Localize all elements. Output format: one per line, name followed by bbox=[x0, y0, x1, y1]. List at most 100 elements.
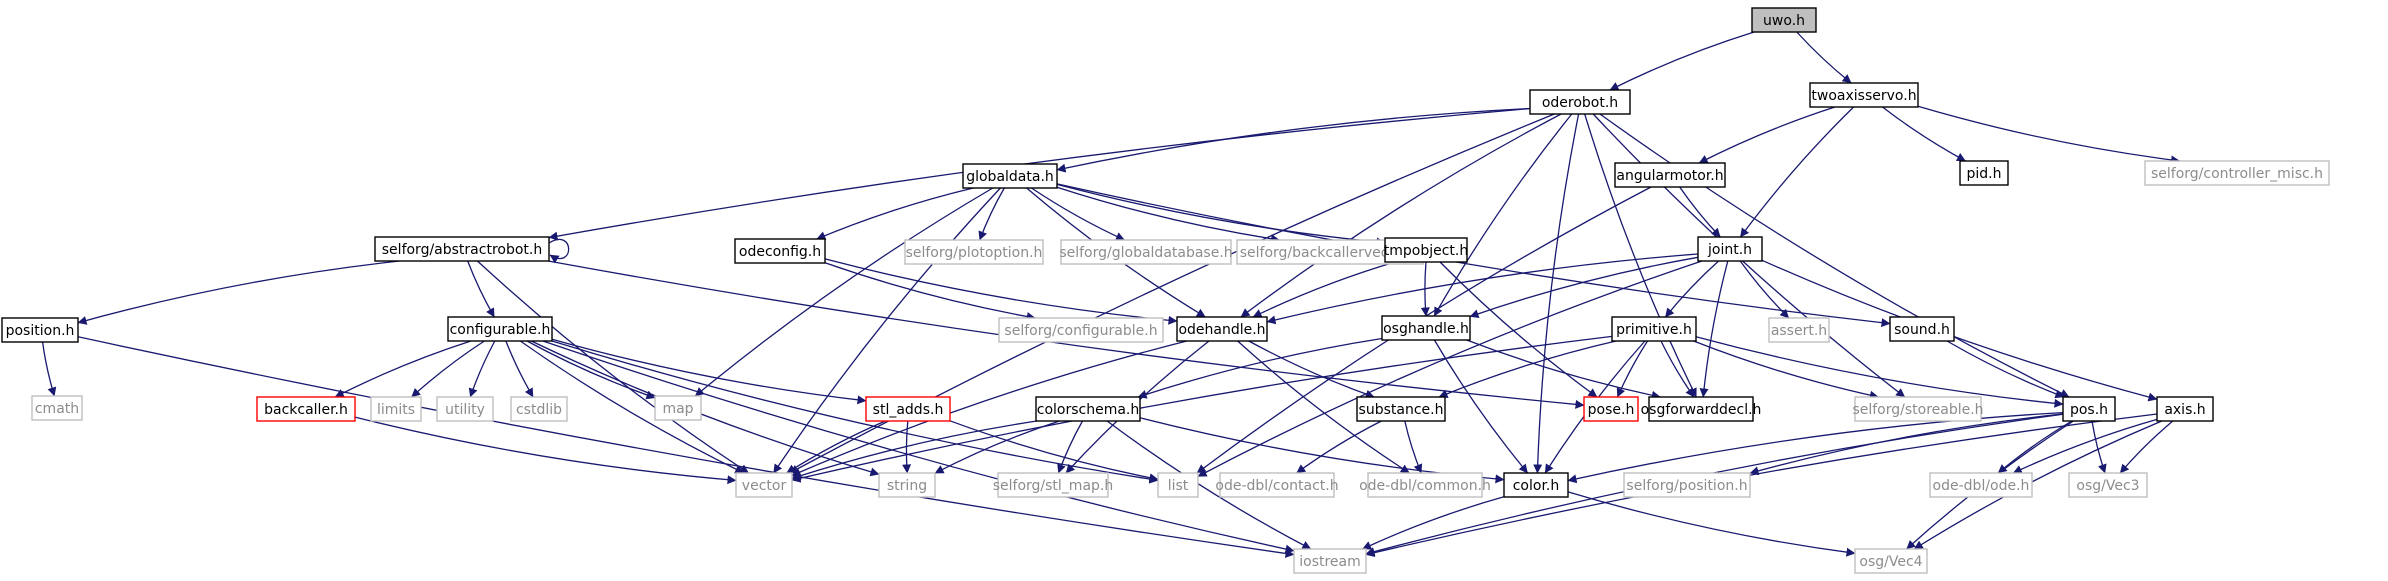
edge-axis-to-iostream bbox=[1365, 413, 2158, 558]
node-box bbox=[1959, 160, 2009, 186]
node-string[interactable]: string bbox=[878, 472, 936, 498]
node-map[interactable]: map bbox=[654, 395, 702, 421]
node-pid[interactable]: pid.h bbox=[1959, 160, 2009, 186]
edge-globaldata-to-globaldatabase bbox=[1031, 187, 1125, 241]
node-label: globaldata.h bbox=[966, 169, 1054, 185]
edge-colorschema-to-vector bbox=[791, 420, 1037, 481]
node-position[interactable]: position.h bbox=[1, 317, 79, 343]
node-sound[interactable]: sound.h bbox=[1889, 316, 1955, 342]
node-limits[interactable]: limits bbox=[370, 396, 422, 422]
node-ode[interactable]: ode-dbl/ode.h bbox=[1929, 472, 2033, 498]
edge-uwo-to-twoaxisservo bbox=[1796, 31, 1852, 84]
node-osgforwarddecl[interactable]: osgforwarddecl.h bbox=[1641, 396, 1762, 422]
node-utility[interactable]: utility bbox=[436, 396, 494, 422]
node-plotoption[interactable]: selforg/plotoption.h bbox=[904, 239, 1044, 265]
node-substance[interactable]: substance.h bbox=[1356, 396, 1446, 422]
node-pos[interactable]: pos.h bbox=[2062, 396, 2116, 422]
node-box bbox=[1381, 315, 1471, 341]
node-layer: uwo.h oderobot.h twoaxisservo.h globaldata.… bbox=[1, 7, 2330, 574]
node-stl_map[interactable]: selforg/stl_map.h bbox=[993, 472, 1114, 498]
edge-joint-to-assert bbox=[1739, 260, 1790, 319]
node-position_sf[interactable]: selforg/position.h bbox=[1623, 472, 1751, 498]
edge-joint-to-osgforwarddecl bbox=[1699, 260, 1729, 398]
node-box bbox=[1, 317, 79, 343]
node-joint[interactable]: joint.h bbox=[1697, 236, 1763, 262]
node-box bbox=[1219, 472, 1335, 498]
node-label: selforg/controller_misc.h bbox=[2151, 166, 2323, 182]
edge-twoaxisservo-to-controller_misc bbox=[1917, 105, 2181, 165]
node-globaldata[interactable]: globaldata.h bbox=[962, 163, 1058, 189]
node-abstractrobot[interactable]: selforg/abstractrobot.h bbox=[374, 236, 550, 262]
node-box bbox=[1293, 548, 1367, 574]
node-storeable[interactable]: selforg/storeable.h bbox=[1852, 396, 1984, 422]
node-label: substance.h bbox=[1359, 402, 1444, 418]
node-cmath[interactable]: cmath bbox=[31, 395, 83, 421]
edge-position-to-iostream bbox=[77, 336, 1295, 558]
node-label: osghandle.h bbox=[1383, 321, 1469, 337]
node-box bbox=[1648, 396, 1754, 422]
node-odeconfig[interactable]: odeconfig.h bbox=[734, 238, 826, 264]
node-label: selforg/globaldatabase.h bbox=[1059, 245, 1232, 261]
node-box bbox=[734, 238, 826, 264]
node-vec3[interactable]: osg/Vec3 bbox=[2068, 472, 2148, 498]
edge-abstractrobot-to-abstractrobot bbox=[548, 238, 570, 264]
edge-pos-to-vec3 bbox=[2091, 420, 2107, 474]
node-label: position.h bbox=[6, 323, 75, 339]
node-odehandle[interactable]: odehandle.h bbox=[1176, 316, 1268, 342]
node-colorschema[interactable]: colorschema.h bbox=[1035, 396, 1141, 422]
node-controller_misc[interactable]: selforg/controller_misc.h bbox=[2144, 160, 2330, 186]
node-configurable[interactable]: configurable.h bbox=[447, 316, 553, 342]
node-box bbox=[2062, 396, 2116, 422]
edge-oderobot-to-globaldata bbox=[1056, 107, 1531, 173]
node-box bbox=[1889, 316, 1955, 342]
node-tmpobject[interactable]: tmpobject.h bbox=[1384, 237, 1468, 263]
node-twoaxisservo[interactable]: twoaxisservo.h bbox=[1809, 82, 1919, 108]
node-pose[interactable]: pose.h bbox=[1583, 396, 1639, 422]
node-label: ode-dbl/ode.h bbox=[1933, 478, 2030, 494]
edge-globaldata-to-backcallervector bbox=[1056, 186, 1280, 244]
node-box bbox=[1367, 472, 1483, 498]
node-iostream[interactable]: iostream bbox=[1293, 548, 1367, 574]
node-assert[interactable]: assert.h bbox=[1768, 317, 1830, 343]
edge-twoaxisservo-to-pid bbox=[1882, 106, 1966, 162]
node-box bbox=[878, 472, 936, 498]
node-label: selforg/storeable.h bbox=[1852, 402, 1983, 418]
node-box bbox=[1751, 7, 1817, 33]
node-primitive[interactable]: primitive.h bbox=[1611, 316, 1697, 342]
node-uwo[interactable]: uwo.h bbox=[1751, 7, 1817, 33]
edge-layer bbox=[41, 31, 2181, 558]
node-globaldatabase[interactable]: selforg/globaldatabase.h bbox=[1059, 239, 1233, 265]
edge-axis-to-vec4 bbox=[1913, 420, 2163, 550]
node-vec4[interactable]: osg/Vec4 bbox=[1854, 548, 1928, 574]
edge-backcaller-to-vector bbox=[354, 416, 737, 485]
node-label: stl_adds.h bbox=[873, 402, 944, 418]
edge-colorschema-to-color bbox=[1139, 417, 1505, 484]
node-box bbox=[374, 236, 550, 262]
node-label: sound.h bbox=[1894, 322, 1950, 338]
edge-position-to-cmath bbox=[41, 341, 57, 397]
node-label: selforg/abstractrobot.h bbox=[382, 242, 542, 258]
edge-configurable-to-utility bbox=[468, 340, 496, 398]
node-common[interactable]: ode-dbl/common.h bbox=[1359, 472, 1491, 498]
node-configurable_sf[interactable]: selforg/configurable.h bbox=[998, 317, 1164, 343]
node-box bbox=[31, 395, 83, 421]
node-box bbox=[256, 396, 356, 422]
node-box bbox=[1529, 89, 1631, 115]
node-angularmotor[interactable]: angularmotor.h bbox=[1614, 162, 1726, 188]
node-label: joint.h bbox=[1707, 242, 1752, 258]
edge-oderobot-to-osgforwarddecl bbox=[1584, 113, 1697, 398]
node-label: backcaller.h bbox=[264, 402, 348, 418]
node-label: assert.h bbox=[1771, 323, 1827, 339]
node-backcaller[interactable]: backcaller.h bbox=[256, 396, 356, 422]
node-axis[interactable]: axis.h bbox=[2156, 396, 2214, 422]
node-osghandle[interactable]: osghandle.h bbox=[1381, 315, 1471, 341]
node-color[interactable]: color.h bbox=[1503, 472, 1569, 498]
node-contact[interactable]: ode-dbl/contact.h bbox=[1215, 472, 1339, 498]
node-oderobot[interactable]: oderobot.h bbox=[1529, 89, 1631, 115]
node-label: odeconfig.h bbox=[739, 244, 821, 260]
node-vector[interactable]: vector bbox=[735, 472, 793, 498]
node-list[interactable]: list bbox=[1157, 472, 1199, 498]
node-cstdlib[interactable]: cstdlib bbox=[510, 396, 568, 422]
edge-globaldata-to-plotoption bbox=[978, 187, 1005, 241]
node-stl_adds[interactable]: stl_adds.h bbox=[865, 396, 951, 422]
